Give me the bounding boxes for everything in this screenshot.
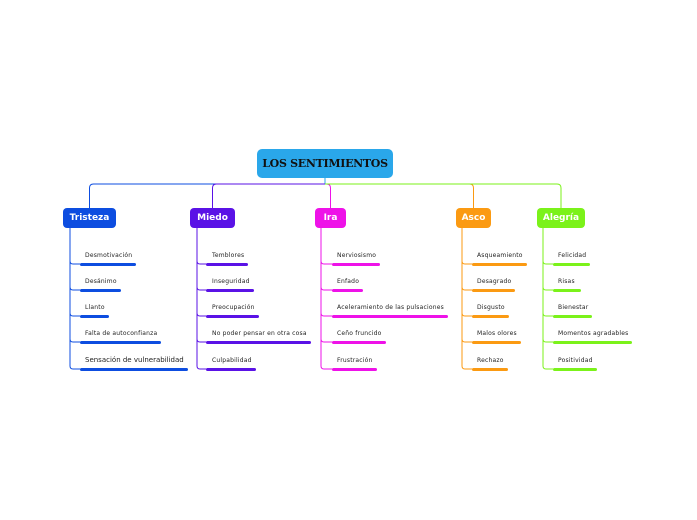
leaf-underline-bar [206, 367, 256, 371]
leaf-connector-line [461, 286, 472, 291]
leaf-underline-bar [206, 262, 248, 266]
leaf-label[interactable]: Desánimo [85, 278, 117, 285]
leaf-underline-bar [332, 262, 380, 266]
leaf-connector-line [69, 260, 80, 265]
branch-asco[interactable]: Asco [456, 208, 491, 228]
leaf-underline-bar [472, 340, 521, 344]
leaf-underline-bar [553, 262, 590, 266]
leaf-label[interactable]: Temblores [212, 252, 245, 259]
leaf-underline-bar [332, 367, 377, 371]
leaf-connector-line [69, 286, 80, 291]
leaf-label[interactable]: Asqueamiento [477, 252, 523, 259]
leaf-label[interactable]: Falta de autoconfianza [85, 330, 158, 337]
leaf-label[interactable]: Bienestar [558, 304, 589, 311]
leaf-underline-bar [553, 288, 581, 292]
leaf-label[interactable]: Disgusto [477, 304, 505, 311]
leaf-underline-bar [553, 314, 592, 318]
leaf-label[interactable]: Desmotivación [85, 252, 133, 259]
leaf-label[interactable]: Positividad [558, 357, 593, 364]
branch-alegria[interactable]: Alegría [537, 208, 585, 228]
branch-connector-line [325, 183, 331, 208]
root-topic[interactable]: LOS SENTIMIENTOS [257, 149, 393, 178]
leaf-underline-bar [472, 288, 515, 292]
leaf-connector-line [196, 260, 206, 265]
leaf-label[interactable]: Preocupación [212, 304, 255, 311]
leaf-underline-bar [80, 262, 136, 266]
leaf-underline-bar [472, 367, 508, 371]
leaf-connector-line [320, 338, 332, 343]
leaf-underline-bar [80, 314, 109, 318]
leaf-underline-bar [332, 288, 363, 292]
leaf-connector-line [542, 260, 553, 265]
leaf-connector-line [320, 286, 332, 291]
leaf-underline-bar [80, 288, 121, 292]
leaf-label[interactable]: Aceleramiento de las pulsaciones [337, 304, 444, 311]
branch-stem-line [196, 228, 201, 370]
branch-stem-line [69, 228, 74, 370]
leaf-connector-line [69, 312, 80, 317]
leaf-connector-line [196, 312, 206, 317]
leaf-label[interactable]: Frustración [337, 357, 373, 364]
leaf-label[interactable]: Momentos agradables [558, 330, 629, 337]
leaf-connector-line [461, 260, 472, 265]
leaf-connector-line [320, 312, 332, 317]
leaf-connector-line [196, 338, 206, 343]
leaf-underline-bar [332, 314, 448, 318]
branch-connector-line [89, 183, 325, 208]
branch-tristeza[interactable]: Tristeza [63, 208, 116, 228]
leaf-underline-bar [472, 262, 527, 266]
leaf-underline-bar [332, 340, 386, 344]
leaf-underline-bar [206, 314, 259, 318]
leaf-label[interactable]: Rechazo [477, 357, 504, 364]
leaf-label[interactable]: Nerviosismo [337, 252, 377, 259]
branch-miedo[interactable]: Miedo [190, 208, 235, 228]
branch-stem-line [461, 228, 466, 370]
branch-connector-line [325, 183, 562, 208]
leaf-label[interactable]: Risas [558, 278, 575, 285]
leaf-label[interactable]: No poder pensar en otra cosa [212, 330, 307, 337]
branch-ira[interactable]: Ira [315, 208, 346, 228]
leaf-connector-line [69, 338, 80, 343]
branch-connector-line [212, 183, 325, 208]
leaf-label[interactable]: Llanto [85, 304, 105, 311]
leaf-label[interactable]: Sensación de vulnerabilidad [85, 356, 184, 364]
branch-stem-line [320, 228, 325, 370]
leaf-label[interactable]: Felicidad [558, 252, 587, 259]
leaf-label[interactable]: Malos olores [477, 330, 517, 337]
leaf-connector-line [461, 312, 472, 317]
leaf-underline-bar [80, 367, 188, 371]
leaf-label[interactable]: Desagrado [477, 278, 512, 285]
leaf-connector-line [542, 286, 553, 291]
leaf-connector-line [461, 338, 472, 343]
leaf-connector-line [542, 312, 553, 317]
branch-stem-line [542, 228, 547, 370]
leaf-label[interactable]: Inseguridad [212, 278, 250, 285]
leaf-connector-line [542, 338, 553, 343]
leaf-connector-line [320, 260, 332, 265]
leaf-underline-bar [472, 314, 509, 318]
leaf-underline-bar [553, 367, 597, 371]
branch-connector-line [325, 183, 474, 208]
leaf-underline-bar [553, 340, 632, 344]
leaf-label[interactable]: Enfado [337, 278, 360, 285]
leaf-label[interactable]: Ceño fruncido [337, 330, 382, 337]
leaf-underline-bar [206, 288, 254, 292]
leaf-connector-line [196, 286, 206, 291]
leaf-label[interactable]: Culpabilidad [212, 357, 252, 364]
leaf-underline-bar [206, 340, 311, 344]
leaf-underline-bar [80, 340, 161, 344]
